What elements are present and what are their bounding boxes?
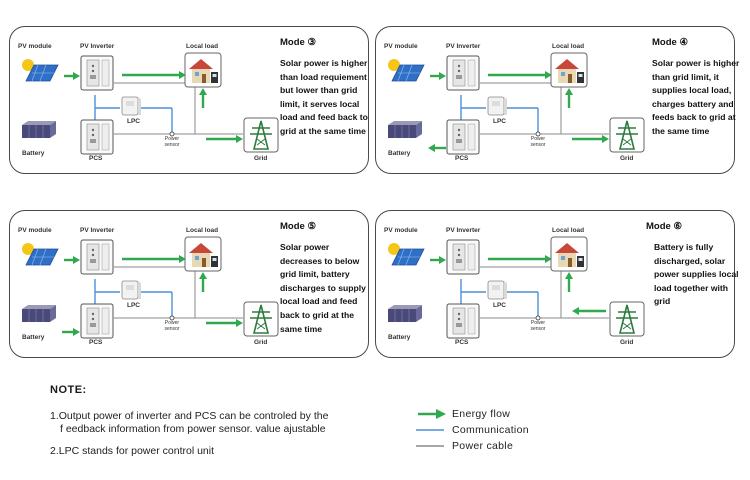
lpc-icon (120, 279, 142, 306)
mode-title: Mode ⑥ (646, 221, 682, 232)
battery-label: Battery (22, 150, 45, 157)
grid-label: Grid (620, 339, 634, 346)
legend-energy-flow-label: Energy flow (452, 408, 511, 420)
battery-icon (20, 119, 58, 144)
lpc-icon (120, 95, 142, 122)
lpc-icon (486, 279, 508, 306)
pv-inverter-icon (446, 55, 480, 96)
grid-label: Grid (620, 155, 634, 162)
pcs-icon (80, 303, 114, 344)
mode-title: Mode ④ (652, 37, 688, 48)
local-load-label: Local load (186, 227, 219, 234)
pv-inverter-label: PV Inverter (446, 227, 481, 234)
note-title: NOTE: (50, 384, 87, 396)
pv-inverter-label: PV Inverter (80, 43, 115, 50)
legend-communication: Communication (416, 424, 576, 438)
grid-label: Grid (254, 339, 268, 346)
power-sensor-label: Power sensor (164, 136, 180, 148)
mode-description: Solar power is higher than load requieme… (280, 58, 368, 136)
mode-description: Solar power decreases to below grid limi… (280, 242, 366, 334)
legend-power-cable: Power cable (416, 440, 576, 454)
pv-inverter-label: PV Inverter (446, 43, 481, 50)
legend-energy-flow: Energy flow (416, 408, 576, 422)
pcs-label: PCS (89, 339, 103, 346)
grid-tower-icon (609, 117, 645, 158)
battery-label: Battery (22, 334, 45, 341)
pv-module-label: PV module (384, 43, 418, 50)
battery-icon (386, 303, 424, 328)
house-icon (550, 236, 588, 277)
grid-tower-icon (243, 117, 279, 158)
pv-inverter-icon (80, 239, 114, 280)
local-load-label: Local load (186, 43, 219, 50)
grid-label: Grid (254, 155, 268, 162)
lpc-label: LPC (493, 118, 506, 125)
mode-title: Mode ⑤ (280, 221, 316, 232)
pv-module-label: PV module (18, 227, 52, 234)
battery-icon (386, 119, 424, 144)
grid-tower-icon (243, 301, 279, 342)
pv-module-label: PV module (384, 227, 418, 234)
mode-title: Mode ③ (280, 37, 316, 48)
energy-flow-arrow-icon (418, 409, 446, 419)
pcs-icon (446, 303, 480, 344)
legend-power-cable-label: Power cable (452, 440, 514, 452)
note-line-1a: 1.Output power of inverter and PCS can b… (50, 410, 329, 422)
pv-inverter-label: PV Inverter (80, 227, 115, 234)
power-sensor-label: Power sensor (530, 136, 546, 148)
diagram-wires (64, 71, 243, 143)
house-icon (184, 236, 222, 277)
solar-panel-icon (20, 243, 60, 272)
battery-icon (20, 303, 58, 328)
solar-panel-icon (386, 59, 426, 88)
solar-panel-icon (386, 243, 426, 272)
legend-communication-label: Communication (452, 424, 529, 436)
note-line-1b: f eedback information from power sensor.… (60, 423, 326, 435)
pv-inverter-icon (80, 55, 114, 96)
pcs-label: PCS (455, 339, 469, 346)
note-line-2: 2.LPC stands for power control unit (50, 445, 215, 457)
local-load-label: Local load (552, 227, 585, 234)
pcs-icon (80, 119, 114, 160)
power-cable-line-icon (416, 445, 444, 447)
mode-description: Battery is fully discharged, solar power… (654, 242, 739, 307)
local-load-label: Local load (552, 43, 585, 50)
battery-label: Battery (388, 150, 411, 157)
diagram-wires (428, 71, 609, 152)
pcs-label: PCS (455, 155, 469, 162)
mode-description: Solar power is higher than grid limit, i… (652, 58, 740, 136)
pv-module-label: PV module (18, 43, 52, 50)
lpc-label: LPC (127, 118, 140, 125)
power-sensor-label: Power sensor (164, 320, 180, 332)
communication-line-icon (416, 429, 444, 431)
battery-label: Battery (388, 334, 411, 341)
diagram-wires (430, 255, 609, 321)
grid-tower-icon (609, 301, 645, 342)
diagram-wires (62, 255, 243, 336)
lpc-label: LPC (127, 302, 140, 309)
house-icon (550, 52, 588, 93)
lpc-label: LPC (493, 302, 506, 309)
lpc-icon (486, 95, 508, 122)
pcs-icon (446, 119, 480, 160)
pcs-label: PCS (89, 155, 103, 162)
pv-inverter-icon (446, 239, 480, 280)
solar-panel-icon (20, 59, 60, 88)
power-sensor-label: Power sensor (530, 320, 546, 332)
house-icon (184, 52, 222, 93)
